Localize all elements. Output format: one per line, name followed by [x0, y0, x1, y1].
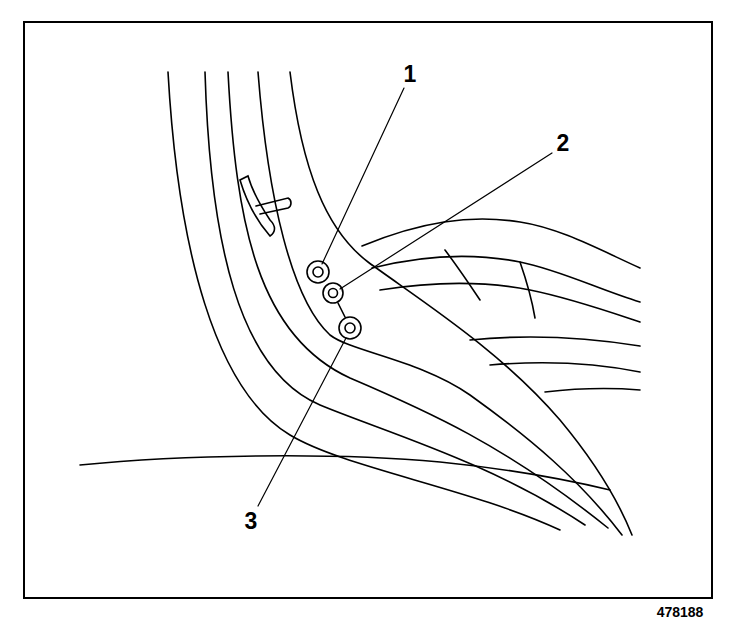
handle-tab	[256, 198, 291, 214]
seat-back-seam	[445, 250, 480, 300]
seat-back-seam	[470, 337, 640, 346]
bolt	[313, 267, 323, 277]
leader-line	[322, 88, 404, 264]
seat-back-seam	[380, 283, 640, 322]
floor-line	[80, 456, 610, 490]
trim-curve	[168, 72, 560, 530]
seat-back-seam	[520, 262, 535, 318]
leader-line	[340, 153, 552, 289]
bolt	[307, 261, 329, 283]
callout-number: 1	[404, 63, 417, 86]
callout-number: 3	[245, 510, 258, 533]
trim-curve	[205, 72, 585, 525]
bolt	[345, 323, 355, 333]
seat-back-seam	[372, 256, 640, 302]
callout-number: 2	[557, 132, 570, 155]
bolt	[323, 283, 343, 303]
leader-line	[258, 338, 346, 506]
bolt	[339, 317, 361, 339]
figure-id: 478188	[657, 605, 704, 619]
frame-border	[24, 22, 712, 598]
trim-curve	[258, 72, 622, 535]
seat-back-seam	[545, 389, 640, 392]
bolt	[329, 289, 338, 298]
trim-curve	[290, 72, 632, 535]
bolt-link	[338, 303, 345, 317]
